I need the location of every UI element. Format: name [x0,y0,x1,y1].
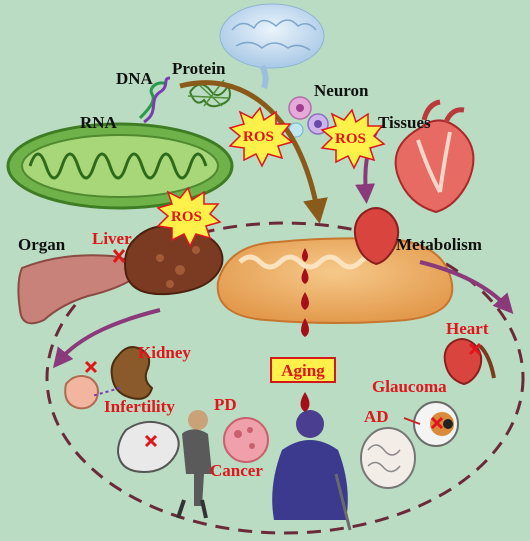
eye-icon [403,401,459,447]
neuron-label: Neuron [314,81,369,100]
dashed-boundary-circle [45,221,525,535]
heart-icon [394,99,475,214]
ros-burst-icon [156,186,222,248]
elderly-man-icon [176,410,212,519]
ros-label: ROS [171,209,202,225]
glaucoma-label: Glaucoma [372,377,447,396]
protein-label: Protein [172,59,226,78]
x-mark-icon [84,249,482,448]
ros-burst-icon [320,108,386,170]
kidney-icon [64,346,154,410]
arrow-liver-to-kidney [52,308,161,369]
arrow-metabolism-to-heart [419,260,514,314]
kidney-label: Kidney [138,343,191,362]
liver-icon [17,224,224,325]
brain-slice-icon [360,427,416,489]
ros-burst-icon [228,106,294,168]
cancer-label: Cancer [210,461,263,480]
neuron-cell-icon [288,96,329,138]
mitochondrion-icon [6,122,234,210]
pd-label: PD [214,395,237,414]
blood-drop-icon [300,248,310,412]
arrow-protein-to-center [179,80,328,224]
ros-label: ROS [335,131,366,147]
cancer-cell-icon [223,417,269,463]
elderly-woman-icon [272,410,352,531]
aging-box: Aging [270,357,336,383]
heart-label: Heart [446,319,489,338]
aging-label: Aging [281,360,325,380]
mitochondrion-icon [216,237,454,324]
liver-label: Liver [92,229,132,248]
organ-label: Organ [18,235,66,254]
arrow-kidney-to-infertility [91,387,121,397]
rna-label: RNA [80,113,117,132]
tissues-label: Tissues [378,113,431,132]
ros-label: ROS [243,129,274,145]
ad-label: AD [364,407,389,426]
heart-icon [353,207,400,266]
infertility-label: Infertility [104,397,175,416]
brain-icon [219,3,325,89]
heart-icon [443,338,496,386]
dna-label: DNA [116,69,153,88]
dna-helix-icon [138,76,171,124]
metabolism-label: Metabolism [396,235,482,254]
uterus-icon [116,420,180,474]
